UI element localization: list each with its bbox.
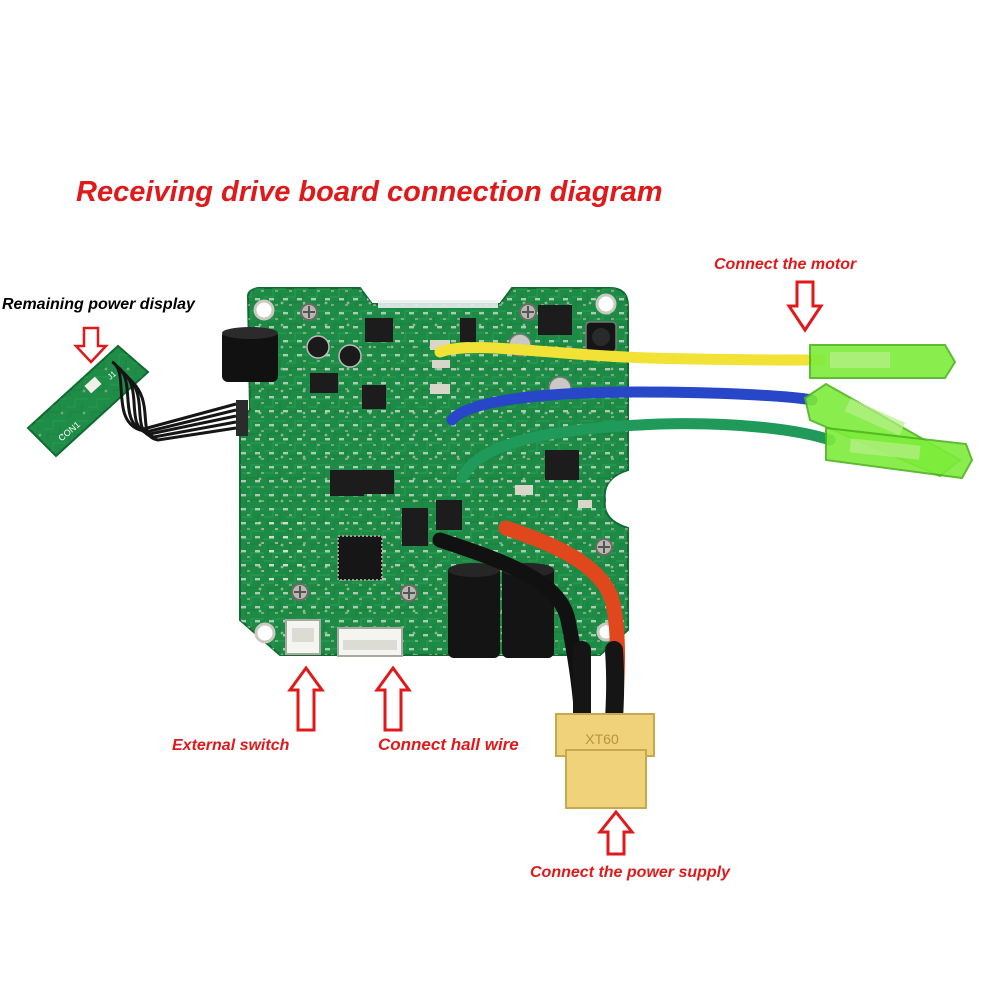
label-external-switch: External switch	[172, 737, 290, 754]
external-switch-connector	[285, 619, 321, 655]
hall-wire-connector	[337, 627, 403, 657]
label-remaining-power: Remaining power display	[2, 296, 195, 313]
yellow-wire	[434, 342, 826, 366]
power-display-module: CON1 J1	[26, 344, 150, 458]
blue-wire	[446, 386, 818, 426]
motor-terminals	[803, 344, 974, 480]
xt60-marking: XT60	[585, 731, 619, 747]
display-ribbon-wires	[111, 360, 237, 442]
motor-wires	[434, 342, 836, 484]
arrow-power-supply	[596, 809, 636, 856]
xt60-connector: XT60	[555, 713, 655, 809]
arrow-motor	[786, 280, 824, 333]
arrow-remaining-power	[73, 326, 109, 364]
label-hall-wire: Connect hall wire	[378, 735, 519, 754]
green-wire	[456, 418, 836, 484]
arrow-external-switch	[287, 665, 325, 732]
label-connect-motor: Connect the motor	[714, 256, 857, 273]
arrow-hall-wire	[374, 665, 412, 732]
label-power-supply: Connect the power supply	[530, 864, 731, 881]
diagram-title: Receiving drive board connection diagram	[76, 176, 663, 208]
